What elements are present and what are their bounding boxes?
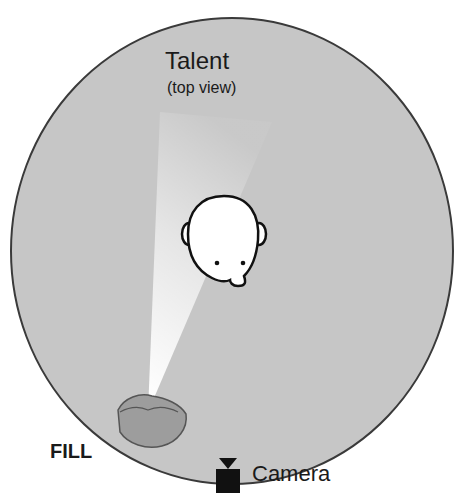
set-floor — [11, 18, 453, 484]
camera-symbol — [216, 458, 240, 493]
talent-head — [182, 196, 266, 286]
light-beam — [148, 112, 272, 412]
part-note: (top view) — [167, 79, 236, 97]
part-name: FILL — [50, 440, 92, 462]
fill-umbrella — [118, 395, 186, 447]
part-name: Camera — [252, 462, 330, 486]
part-name: Talent — [165, 48, 229, 74]
